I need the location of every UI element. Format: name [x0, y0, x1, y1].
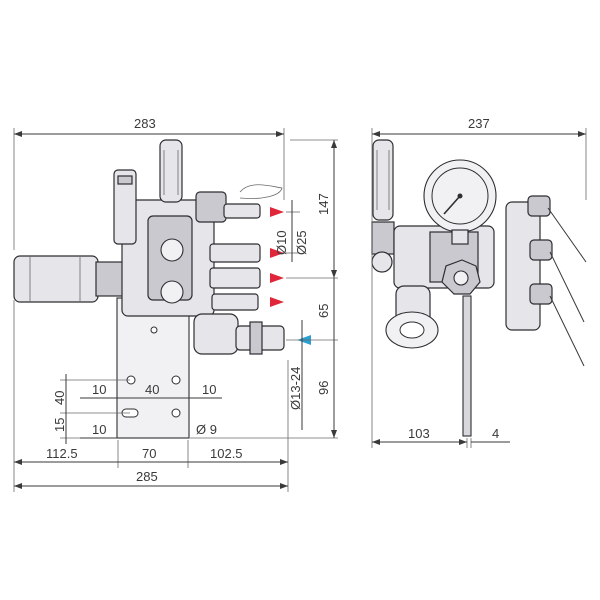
plate-hole: [171, 375, 181, 385]
outlet-fitting-1: [223, 203, 261, 219]
dim-plate-40-h: 40: [52, 391, 67, 405]
plate-hole: [171, 408, 181, 418]
dim-plate-40-w: 40: [145, 382, 159, 397]
dim-plate-10-a: 10: [92, 382, 106, 397]
dim-102-5: 102.5: [210, 446, 243, 461]
outlet-column: [505, 201, 541, 331]
lever-2: [549, 251, 585, 323]
outlet-fitting-2: [209, 243, 261, 263]
dim-285: 285: [136, 469, 158, 484]
outlet-arrow: [270, 273, 284, 283]
side-view: [371, 139, 587, 437]
dim-hole-dia-9: Ø 9: [196, 422, 217, 437]
plate-hole: [150, 326, 158, 334]
pressure-gauge-side: [113, 169, 137, 245]
dim-dia-13-24: Ø13-24: [288, 367, 303, 410]
side-handle: [372, 139, 394, 221]
pump-motor-body: [13, 255, 99, 303]
dim-103: 103: [408, 426, 430, 441]
dim-dia-10: Ø10: [274, 230, 289, 255]
dim-65: 65: [316, 304, 331, 318]
dim-237: 237: [468, 116, 490, 131]
outlet-fitting-3: [209, 267, 261, 289]
outlet-arrow: [270, 207, 284, 217]
dim-147: 147: [316, 193, 331, 215]
outlet-arrow: [270, 248, 284, 258]
outlet-fitting-4: [211, 293, 259, 311]
dim-96: 96: [316, 381, 331, 395]
lever-3: [549, 295, 585, 367]
dim-plate-10-b: 10: [202, 382, 216, 397]
side-view-dimensions: 237 103 4: [371, 116, 587, 448]
outlet-arrow: [270, 297, 284, 307]
valve-knob: [160, 280, 184, 304]
wire-loop: [239, 184, 283, 199]
dim-plate-15: 15: [52, 418, 67, 432]
dim-70: 70: [142, 446, 156, 461]
dim-112-5: 112.5: [46, 446, 78, 461]
top-valve: [195, 191, 227, 223]
dim-283: 283: [134, 116, 156, 131]
side-knob: [371, 251, 393, 273]
front-view-dimensions: 283 147 Ø10 Ø25 65 Ø13-24 96 40 15: [13, 116, 338, 492]
dim-plate-10-c: 10: [92, 422, 106, 437]
dim-4: 4: [492, 426, 499, 441]
support-rod: [462, 295, 472, 437]
dim-dia-25: Ø25: [294, 230, 309, 255]
lever-1: [547, 207, 587, 263]
front-view: [13, 139, 311, 439]
inlet-body: [193, 313, 239, 355]
valve-knob: [160, 238, 184, 262]
top-handle: [159, 139, 183, 203]
pump-coupling: [95, 261, 125, 297]
